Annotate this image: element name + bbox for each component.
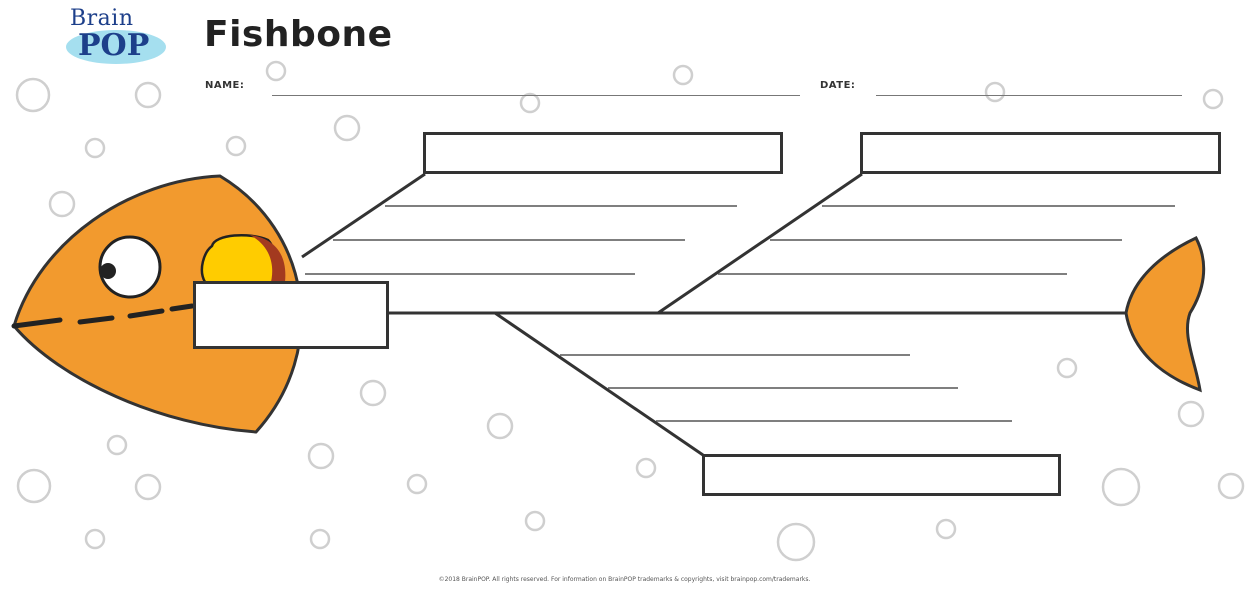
bone-upper-left bbox=[302, 174, 425, 257]
effect-box[interactable] bbox=[193, 281, 389, 349]
bubble-icon bbox=[18, 470, 50, 502]
page-title: Fishbone bbox=[204, 14, 393, 55]
bubble-icon bbox=[309, 444, 333, 468]
fish-tail bbox=[1126, 238, 1204, 390]
bubble-icon bbox=[311, 530, 329, 548]
bubble-icon bbox=[521, 94, 539, 112]
bubble-icon bbox=[1058, 359, 1076, 377]
bubble-icon bbox=[86, 530, 104, 548]
bubble-icon bbox=[488, 414, 512, 438]
bone-upper-right bbox=[658, 174, 862, 313]
bubble-icon bbox=[108, 436, 126, 454]
bubble-icon bbox=[937, 520, 955, 538]
footer-copyright: ©2018 BrainPOP. All rights reserved. For… bbox=[0, 576, 1249, 583]
bubble-icon bbox=[986, 83, 1004, 101]
bubble-icon bbox=[674, 66, 692, 84]
logo-pop: POP bbox=[78, 28, 149, 63]
bubble-icon bbox=[136, 475, 160, 499]
bubble-icon bbox=[526, 512, 544, 530]
date-label: DATE: bbox=[820, 80, 855, 91]
bubble-icon bbox=[17, 79, 49, 111]
bubble-icon bbox=[335, 116, 359, 140]
cause-box-upper-right[interactable] bbox=[860, 132, 1221, 174]
bubble-icon bbox=[227, 137, 245, 155]
name-label: NAME: bbox=[205, 80, 244, 91]
bubble-icon bbox=[1204, 90, 1222, 108]
bone-lower bbox=[495, 313, 703, 455]
date-field[interactable] bbox=[876, 95, 1182, 96]
bubble-icon bbox=[637, 459, 655, 477]
bubble-icon bbox=[778, 524, 814, 560]
cause-box-upper-left[interactable] bbox=[423, 132, 783, 174]
bubble-icon bbox=[1103, 469, 1139, 505]
bubble-icon bbox=[86, 139, 104, 157]
name-field[interactable] bbox=[272, 95, 800, 96]
bubble-icon bbox=[408, 475, 426, 493]
bubble-icon bbox=[1179, 402, 1203, 426]
bubble-icon bbox=[267, 62, 285, 80]
bubble-icon bbox=[1219, 474, 1243, 498]
fishbone-lines bbox=[302, 174, 1127, 455]
bubble-icon bbox=[136, 83, 160, 107]
cause-box-lower[interactable] bbox=[702, 454, 1061, 496]
bubble-icon bbox=[361, 381, 385, 405]
bubble-icon bbox=[50, 192, 74, 216]
